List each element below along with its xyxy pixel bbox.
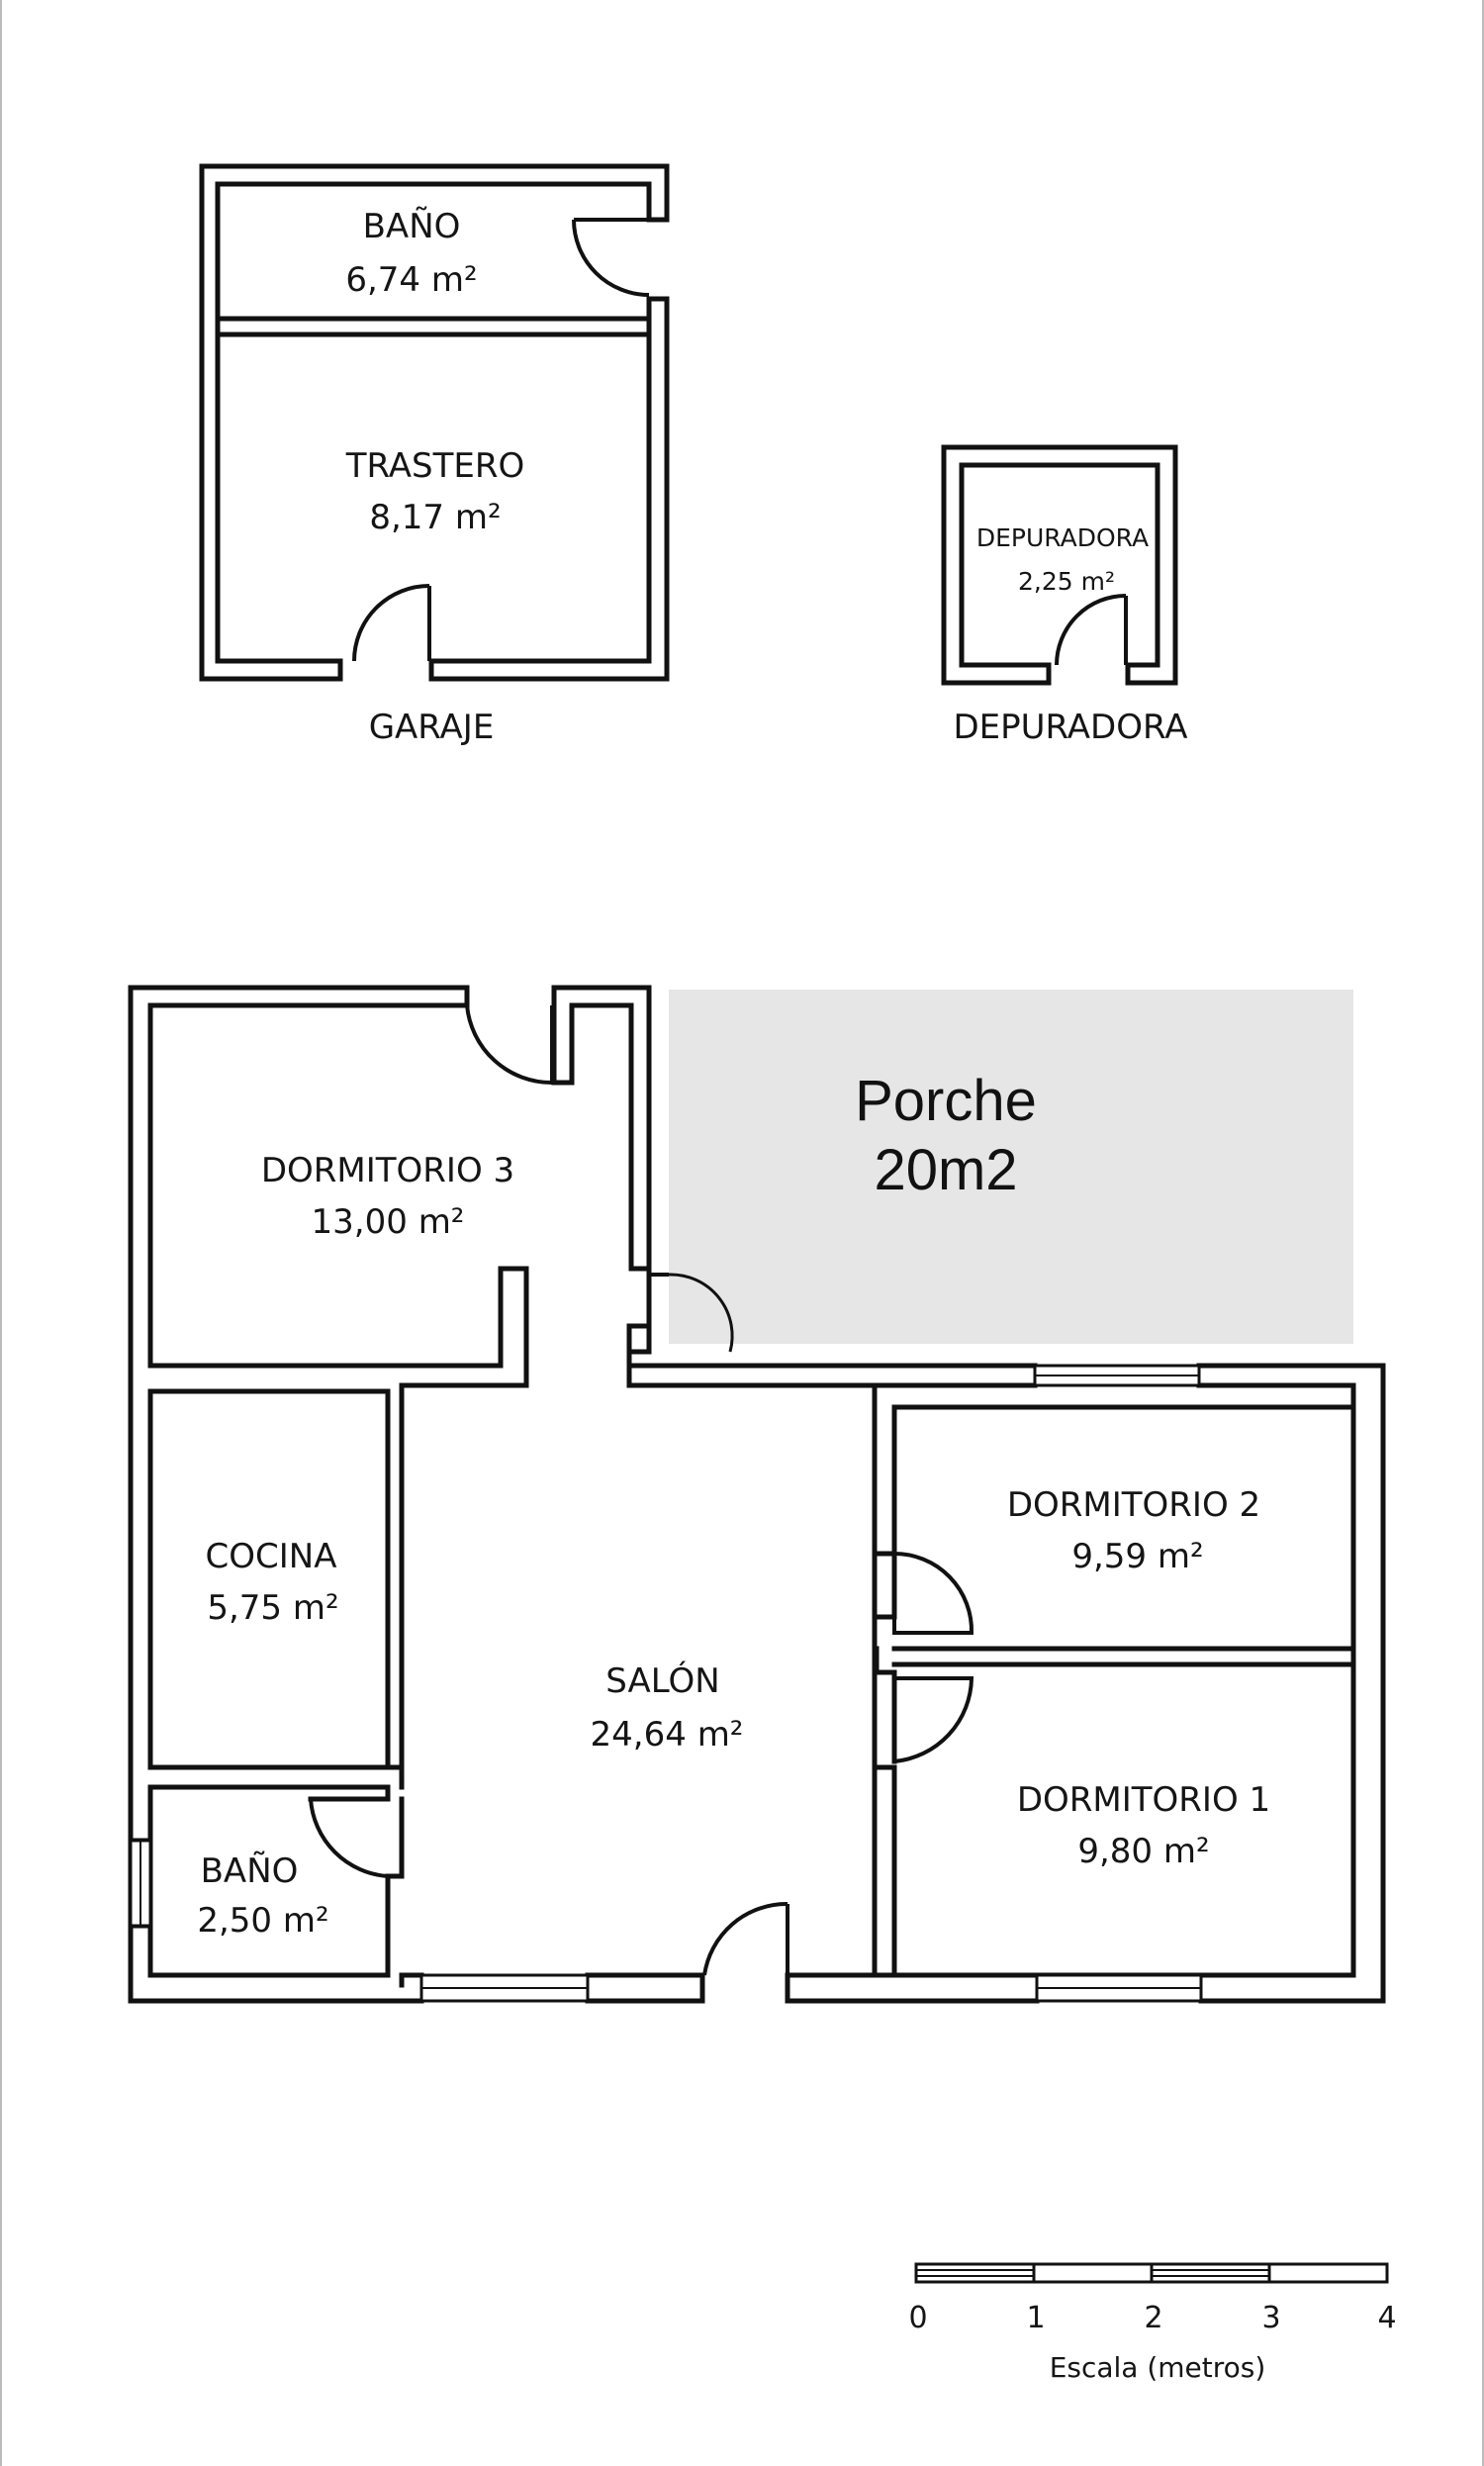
bano-garaje-door-swing: [572, 219, 650, 297]
windows: [129, 1364, 1203, 2003]
porch-name: Porche: [855, 1069, 1037, 1133]
cocina-area: 5,75 m²: [207, 1588, 338, 1628]
doors: [309, 1004, 974, 1976]
dormitorio-2-door-swing: [893, 1552, 974, 1635]
trastero-door-swing: [352, 584, 430, 662]
scale-tick-0: 0: [908, 2301, 927, 2335]
house-walls: [128, 985, 1386, 2004]
dormitorio-1-door-swing: [893, 1676, 974, 1763]
dormitorio-1-area: 9,80 m²: [1077, 1832, 1209, 1871]
scale-tick-1: 1: [1026, 2301, 1045, 2335]
dormitorio-3-area: 13,00 m²: [312, 1202, 465, 1242]
depuradora-block: [941, 444, 1178, 686]
scale-segment-3: [1150, 2262, 1271, 2284]
scale-caption: Escala (metros): [1050, 2351, 1266, 2384]
dormitorio-2-area: 9,59 m²: [1071, 1537, 1203, 1576]
salon-area: 24,64 m²: [591, 1715, 744, 1755]
dormitorio-3-door-swing: [465, 1004, 553, 1086]
scale-tick-2: 2: [1144, 2301, 1162, 2335]
depuradora-label: DEPURADORA: [953, 708, 1187, 747]
dormitorio-2-name: DORMITORIO 2: [1007, 1485, 1260, 1525]
scale-tick-3: 3: [1261, 2301, 1280, 2335]
garage-bano-name: BAÑO: [363, 207, 461, 246]
porch-area-label: 20m2: [874, 1138, 1017, 1202]
garage-block: [199, 163, 670, 682]
depuradora-room-name: DEPURADORA: [976, 523, 1149, 552]
salon-name: SALÓN: [605, 1660, 719, 1701]
porch-area: [669, 990, 1353, 1344]
porch-door-swing: [668, 1273, 734, 1353]
dormitorio-3-name: DORMITORIO 3: [261, 1151, 514, 1190]
cocina-name: COCINA: [206, 1537, 337, 1576]
bano-door-swing: [309, 1798, 389, 1878]
scale-bar: [914, 2262, 1389, 2284]
garage-label: GARAJE: [369, 708, 495, 747]
bano-area: 2,50 m²: [197, 1901, 328, 1941]
scale-segment-1: [914, 2262, 1036, 2284]
dormitorio-1-name: DORMITORIO 1: [1017, 1780, 1270, 1820]
scale-tick-4: 4: [1377, 2301, 1396, 2335]
trastero-area: 8,17 m²: [369, 498, 501, 537]
bano-name: BAÑO: [201, 1851, 299, 1891]
garage-bano-area: 6,74 m²: [345, 260, 477, 300]
depuradora-door-swing: [1055, 594, 1127, 666]
depuradora-room-area: 2,25 m²: [1018, 567, 1115, 596]
trastero-name: TRASTERO: [345, 446, 525, 486]
entrance-door-swing: [702, 1901, 788, 1976]
